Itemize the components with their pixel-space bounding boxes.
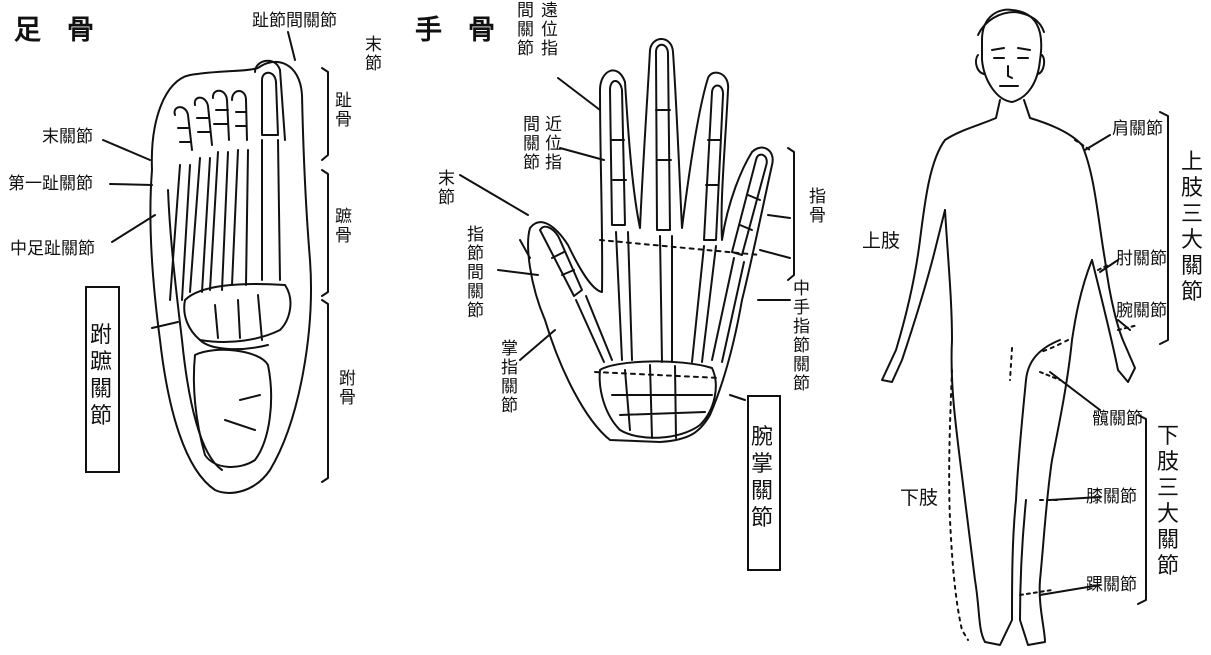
label-knee-joint: 膝關節 bbox=[1086, 487, 1137, 507]
hand-illustration bbox=[460, 39, 794, 442]
label-shoulder-joint: 肩關節 bbox=[1112, 119, 1163, 139]
label-distal-ip-a: 遠位指 bbox=[541, 1, 558, 59]
label-wrist-joint: 腕關節 bbox=[1116, 301, 1167, 321]
label-upper-limb: 上肢 bbox=[862, 230, 901, 252]
label-first-toe-joint: 第一趾關節 bbox=[8, 174, 93, 194]
label-hand-distal-phalanx: 末節 bbox=[438, 169, 455, 208]
label-elbow-joint: 肘關節 bbox=[1116, 249, 1167, 269]
label-toe-bone: 趾骨 bbox=[335, 91, 352, 130]
label-proximal-ip-a: 近位指 bbox=[545, 115, 562, 173]
label-finger-bone: 指骨 bbox=[809, 187, 826, 226]
label-metatarsophalangeal-joint: 中足趾關節 bbox=[10, 239, 95, 259]
foot-illustration bbox=[103, 32, 328, 493]
label-lower-limb: 下肢 bbox=[900, 487, 939, 509]
label-proximal-ip-b: 間關節 bbox=[523, 115, 540, 173]
label-ankle-joint: 踝關節 bbox=[1086, 575, 1137, 595]
label-carpometacarpal-joint: 腕掌關節 bbox=[750, 425, 773, 531]
label-toe-interphalangeal-joint: 趾節間關節 bbox=[252, 11, 337, 31]
label-tarsometatarsal-joint: 跗蹠關節 bbox=[89, 323, 112, 429]
tarsometatarsal-box bbox=[85, 286, 120, 473]
label-metatarsal-bone: 蹠骨 bbox=[335, 207, 352, 246]
foot-title: 足骨 bbox=[14, 15, 120, 46]
label-upper-limb-three-joints: 上肢三大關節 bbox=[1180, 150, 1203, 305]
label-mid-finger-joint: 中手指節關節 bbox=[793, 279, 810, 394]
label-distal-ip-b: 間關節 bbox=[517, 1, 534, 59]
label-hip-joint: 髖關節 bbox=[1092, 409, 1143, 429]
label-finger-interphalangeal-joint: 指節間關節 bbox=[467, 225, 484, 321]
label-tip-joint: 末關節 bbox=[42, 127, 93, 147]
carpometacarpal-box bbox=[747, 395, 781, 571]
hand-title: 手骨 bbox=[415, 15, 521, 46]
label-metacarpophalangeal-joint: 掌指關節 bbox=[501, 339, 518, 416]
label-tarsal-bone: 跗骨 bbox=[339, 369, 356, 408]
label-foot-distal: 末節 bbox=[365, 35, 382, 74]
label-lower-limb-three-joints: 下肢三大關節 bbox=[1156, 424, 1179, 579]
body-illustration bbox=[882, 10, 1168, 645]
